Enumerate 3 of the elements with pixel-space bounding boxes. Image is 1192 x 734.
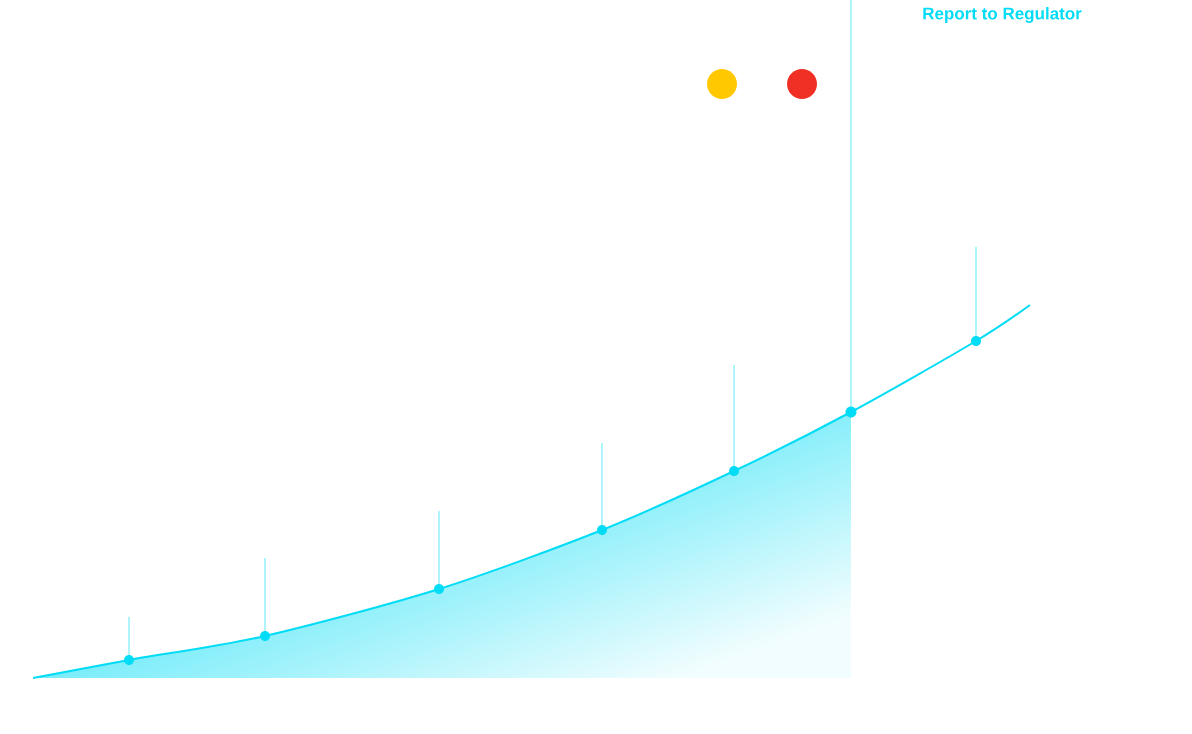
callout-text: Report to Regulator xyxy=(923,7,1082,23)
leader-line xyxy=(850,0,852,407)
curve-point xyxy=(845,406,857,418)
